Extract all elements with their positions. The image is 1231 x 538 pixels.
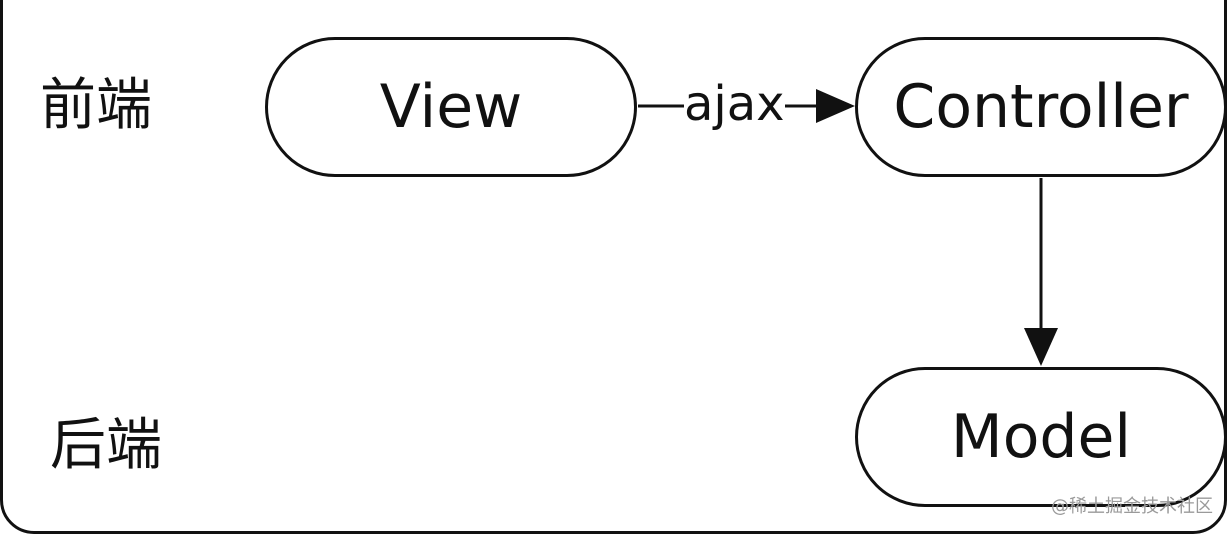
model-node: Model	[855, 367, 1227, 507]
edge-label-ajax: ajax	[684, 76, 785, 132]
lane-label-backend: 后端	[50, 413, 162, 478]
view-node: View	[265, 37, 637, 177]
edge-controller-to-model-arrowhead	[1024, 328, 1058, 366]
lane-label-frontend: 前端	[40, 73, 152, 138]
controller-node: Controller	[855, 37, 1227, 177]
edge-view-to-controller-arrowhead	[816, 89, 855, 123]
watermark-text: @稀土掘金技术社区	[1051, 496, 1213, 517]
